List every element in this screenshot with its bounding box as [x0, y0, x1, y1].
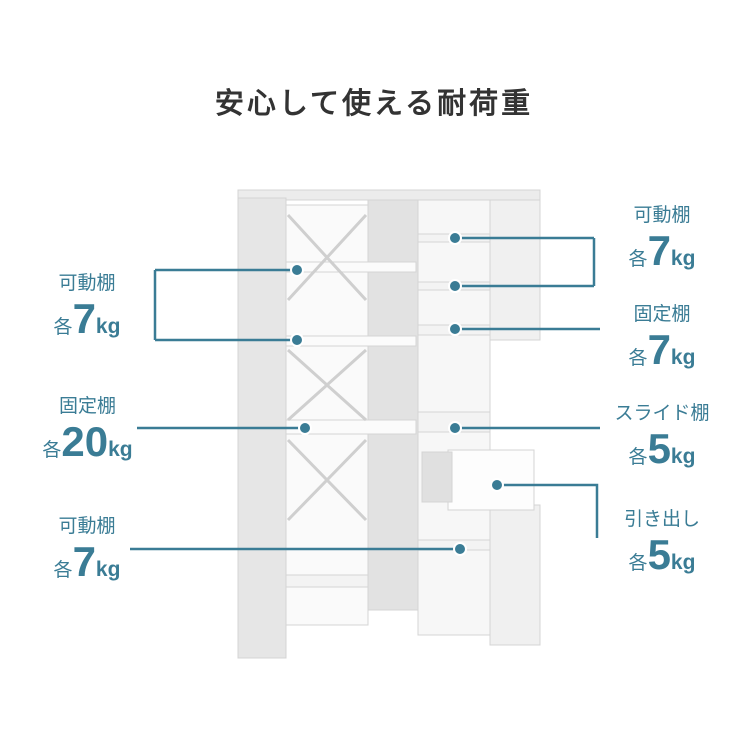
- label-left-fixed-shelf: 固定棚 各20kg: [42, 395, 133, 465]
- label-left-lower-movable-shelf: 可動棚 各7kg: [53, 515, 121, 585]
- callout-dots: [290, 231, 504, 556]
- label-right-movable-shelf: 可動棚 各7kg: [628, 204, 696, 274]
- label-right-fixed-shelf: 固定棚 各7kg: [628, 303, 696, 373]
- label-drawer: 引き出し 各5kg: [623, 508, 700, 578]
- label-left-movable-shelf: 可動棚 各7kg: [53, 272, 121, 342]
- label-slide-shelf: スライド棚 各5kg: [614, 402, 710, 472]
- callout-lines: [130, 236, 600, 551]
- headline: 安心して使える耐荷重: [214, 86, 534, 120]
